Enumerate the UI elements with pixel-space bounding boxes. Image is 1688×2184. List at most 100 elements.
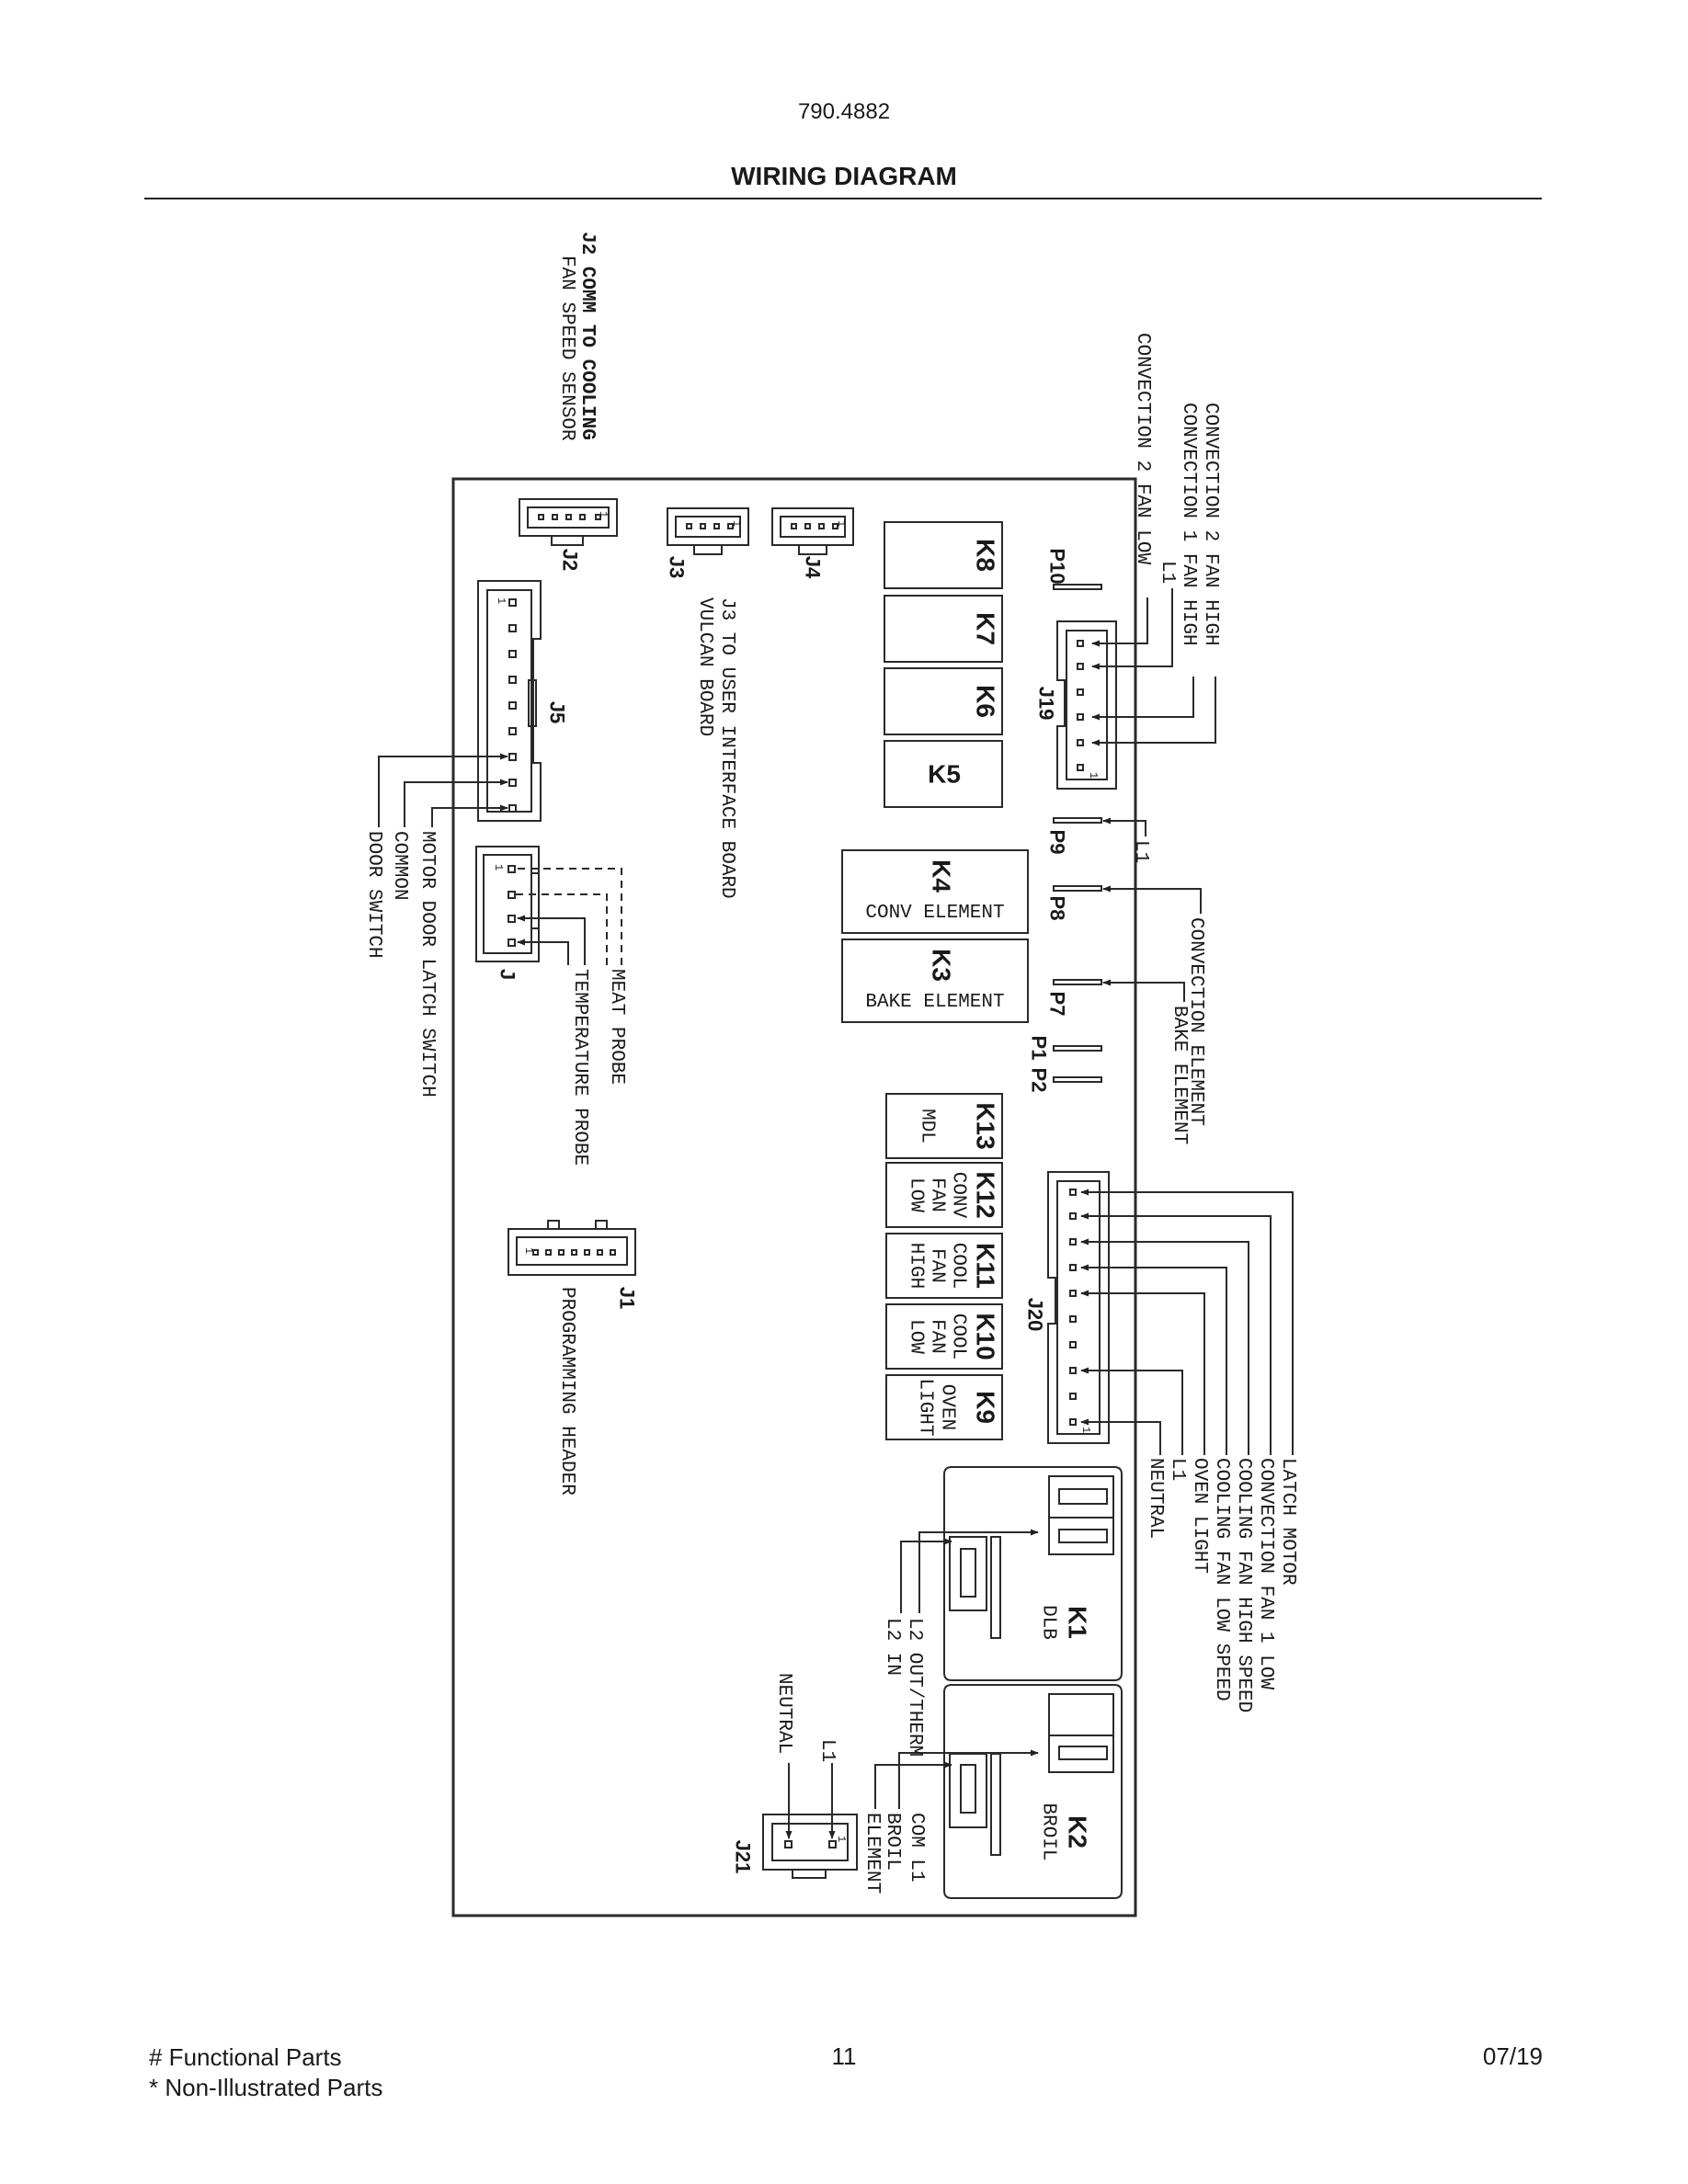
wire-common	[404, 779, 508, 827]
broil-label: BROIL	[882, 1813, 903, 1871]
pin-p10	[1053, 584, 1102, 590]
connector-j20-shape	[1047, 1171, 1110, 1444]
wire-conv2-fan-high	[1091, 677, 1216, 746]
document-number: 790.4882	[797, 99, 891, 124]
relay-k7-box	[884, 595, 1003, 663]
com-l1-label: COM L1	[906, 1813, 927, 1883]
relay-k11-label: K11	[972, 1243, 1000, 1289]
connector-j5-label: J5	[546, 701, 569, 723]
legend-non-illustrated-parts: * Non-Illustrated Parts	[149, 2074, 383, 2101]
pin-p1	[1053, 1045, 1102, 1052]
relay-k11-sub-3: HIGH	[906, 1243, 927, 1289]
j5-pin-one: 1	[495, 597, 508, 604]
relay-k10-sub-2: FAN	[927, 1319, 948, 1354]
relay-k5-box	[884, 740, 1003, 808]
j2-comm-label: J2 COMM TO COOLING	[576, 232, 598, 440]
relay-k2-sub: BROIL	[1038, 1803, 1059, 1860]
j21-pin-one: 1	[835, 1836, 848, 1842]
wire-cooling-fan-low	[1080, 1264, 1227, 1455]
wire-l2-in	[900, 1538, 952, 1613]
relay-k11-sub-1: COOL	[948, 1243, 969, 1289]
wire-cooling-fan-high	[1080, 1238, 1249, 1455]
j3-pin-one: 1	[730, 520, 743, 527]
relay-k13-label: K13	[972, 1102, 1000, 1149]
relay-k8-box	[884, 521, 1003, 589]
latch-motor-label: LATCH MOTOR	[1277, 1458, 1298, 1586]
title-rule	[144, 198, 1542, 199]
j3-vulcan-board-label: VULCAN BOARD	[694, 597, 715, 736]
relay-k3-label: K3	[928, 949, 956, 982]
relay-k6-box	[884, 667, 1003, 735]
relay-k9-box	[885, 1374, 1003, 1440]
wire-motor-door-latch	[431, 804, 508, 827]
oven-light-label: OVEN LIGHT	[1189, 1458, 1210, 1574]
connector-j-shape	[475, 846, 540, 962]
relay-k12-sub-3: LOW	[906, 1177, 927, 1212]
temperature-probe-label: TEMPERATURE PROBE	[569, 969, 590, 1166]
neutral-j21-label: NEUTRAL	[773, 1673, 794, 1754]
connector-j3-shape	[667, 507, 749, 555]
relay-k11-box	[885, 1233, 1003, 1299]
connector-j1-shape	[508, 1220, 636, 1276]
j-pin-one: 1	[492, 864, 505, 870]
wire-door-switch	[378, 753, 508, 827]
revision-date: 07/19	[1482, 2042, 1543, 2070]
relay-k9-sub-2: LIGHT	[915, 1378, 936, 1436]
connector-j5-shape	[477, 580, 542, 822]
relay-k7-label: K7	[972, 612, 1000, 645]
common-label: COMMON	[389, 831, 410, 901]
cooling-fan-high-label: COOLING FAN HIGH SPEED	[1233, 1458, 1254, 1712]
relay-k4-sub: CONV ELEMENT	[865, 903, 1004, 924]
pin-p2	[1053, 1076, 1102, 1083]
page-number: 11	[831, 2042, 857, 2070]
pin-p8-label: P8	[1046, 896, 1069, 921]
relay-k2-label: K2	[1064, 1815, 1092, 1848]
connector-j20-label: J20	[1024, 1298, 1047, 1332]
j4-pin-one: 1	[835, 520, 848, 527]
conv2-fan-low-label: CONVECTION 2 FAN LOW	[1132, 333, 1153, 564]
connector-j2-label: J2	[559, 549, 582, 571]
relay-k10-label: K10	[972, 1313, 1000, 1359]
pin-p7-label: P7	[1046, 992, 1069, 1017]
j2-pin-one: 1	[597, 511, 610, 518]
programming-header-label: PROGRAMMING HEADER	[556, 1287, 577, 1496]
relay-k10-sub-1: COOL	[948, 1314, 969, 1359]
wire-neutral-j20	[1080, 1418, 1161, 1455]
wire-latch-motor	[1080, 1189, 1294, 1455]
connector-j21-label: J21	[732, 1840, 755, 1874]
control-board-outline	[451, 477, 1137, 1917]
j2-fan-speed-label: FAN SPEED SENSOR	[556, 256, 577, 441]
pin-p10-label: P10	[1046, 548, 1069, 584]
legend-functional-parts: # Functional Parts	[149, 2043, 342, 2071]
wire-l1-j19	[1091, 588, 1173, 670]
wire-com-l1	[898, 1749, 1039, 1809]
pin-p9-label: P9	[1046, 830, 1069, 855]
j3-user-interface-label: J3 TO USER INTERFACE BOARD	[716, 597, 737, 899]
footer-legend: # Functional Parts * Non-Illustrated Par…	[149, 2042, 382, 2103]
wire-temp-probe-a	[517, 915, 586, 965]
meat-probe-label: MEAT PROBE	[606, 969, 627, 1085]
l1-p9-label: L1	[1130, 840, 1151, 863]
relay-k4-label: K4	[928, 859, 956, 893]
page-title: WIRING DIAGRAM	[731, 162, 957, 190]
relay-k8-label: K8	[972, 539, 1000, 572]
pin-p7	[1053, 979, 1102, 985]
relay-k1-shape	[943, 1466, 1123, 1681]
relay-k1-label: K1	[1064, 1606, 1092, 1639]
wire-bake-element	[1102, 979, 1185, 1002]
wire-conv2-fan-low	[1091, 597, 1148, 647]
conv1-fan-high-label: CONVECTION 1 FAN HIGH	[1178, 403, 1199, 646]
wire-conv1-fan-high	[1091, 677, 1194, 721]
connector-j4-label: J4	[802, 556, 825, 579]
wire-broil-element	[874, 1761, 952, 1809]
relay-k12-sub-2: FAN	[927, 1177, 948, 1212]
wire-l2-out	[918, 1529, 1039, 1613]
relay-k9-label: K9	[972, 1391, 1000, 1424]
l1-j20-label: L1	[1167, 1458, 1188, 1481]
relay-k11-sub-2: FAN	[927, 1248, 948, 1283]
wire-meat-probe-b	[516, 893, 608, 965]
connector-j-label: J	[496, 969, 519, 980]
wire-l1-j20	[1080, 1367, 1183, 1455]
relay-k3-sub: BAKE ELEMENT	[865, 992, 1004, 1013]
